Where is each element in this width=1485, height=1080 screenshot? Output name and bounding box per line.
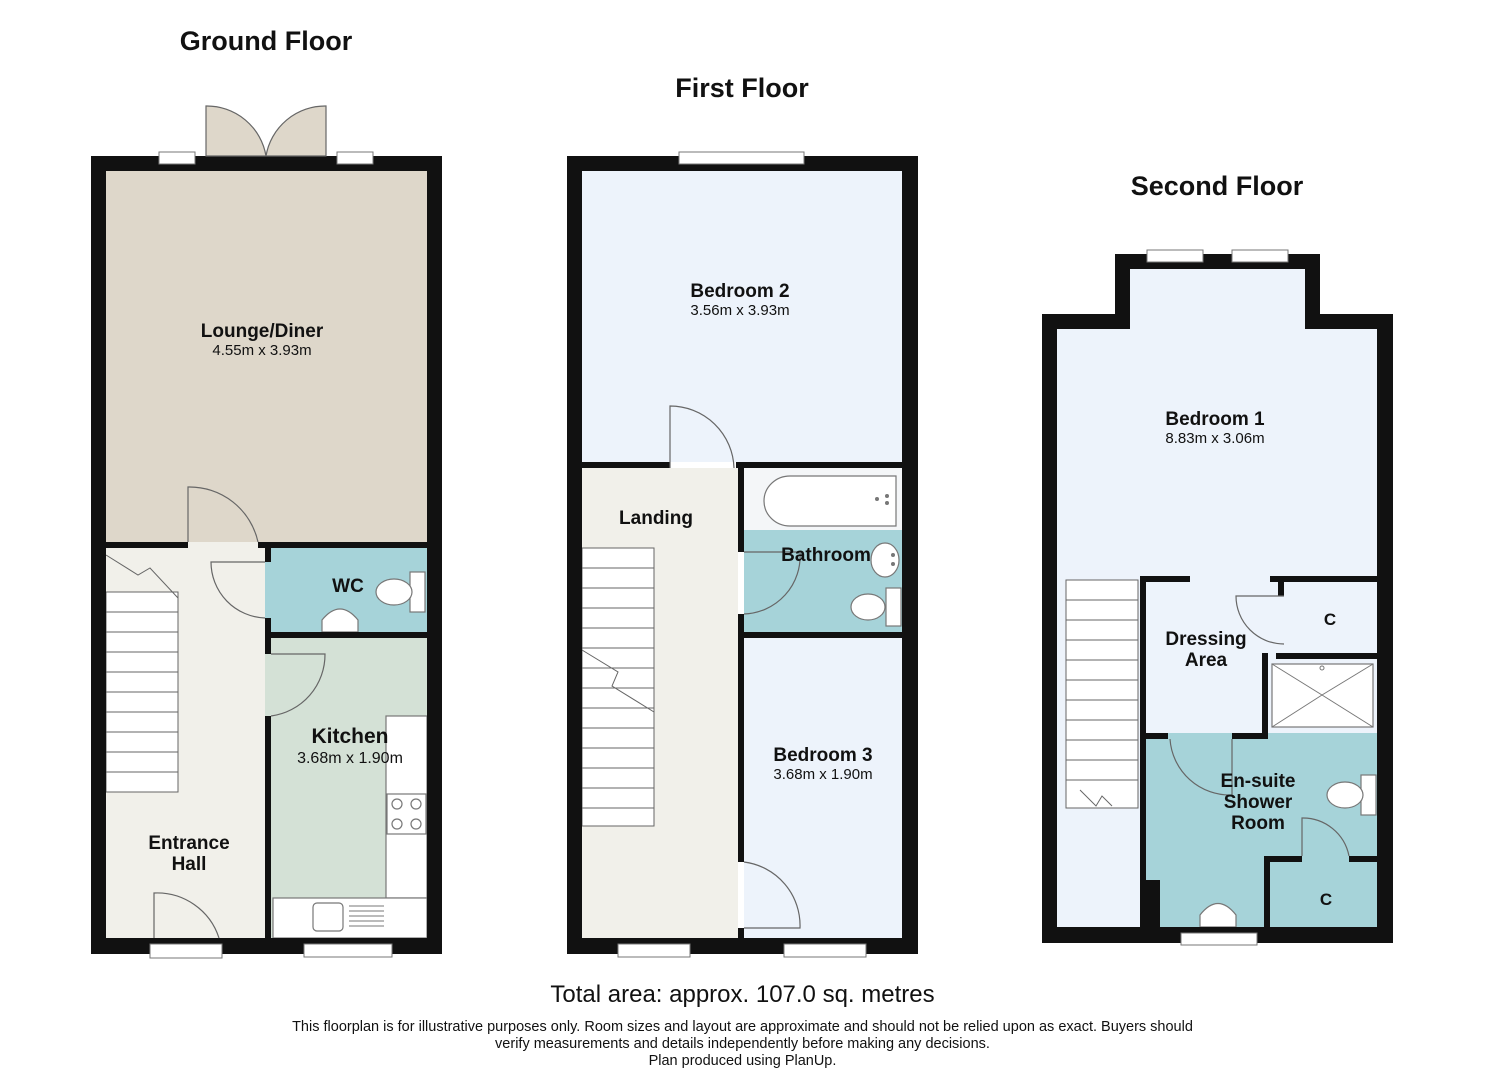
kitchen-door-icon	[270, 653, 326, 717]
bathroom-door-icon	[743, 551, 801, 615]
bedroom-1-label: Bedroom 1	[1165, 409, 1265, 430]
kitchen-worktop-bottom	[272, 897, 428, 939]
first-floor-plan: First Floor Bedroom 2 3.56m x 3.93m Land…	[567, 73, 918, 958]
first-staircase	[581, 547, 655, 827]
wc-door-icon	[210, 561, 266, 619]
bedroom-2-fill	[582, 171, 902, 462]
bedroom-3-dims: 3.68m x 1.90m	[773, 766, 872, 783]
first-walls	[567, 156, 918, 954]
wc-label: WC	[332, 576, 364, 597]
total-area-text: Total area: approx. 107.0 sq. metres	[550, 981, 935, 1008]
second-windows	[1146, 249, 1289, 946]
bathtub-icon	[763, 475, 897, 527]
cupboard-1-door-icon	[1235, 595, 1285, 645]
bedroom-1-dims: 8.83m x 3.06m	[1165, 430, 1264, 447]
cupboard-2-door-icon	[1301, 817, 1350, 857]
ground-walls	[91, 156, 442, 954]
disclaimer-line-1: This floorplan is for illustrative purpo…	[292, 1019, 1193, 1035]
bathroom-label: Bathroom	[781, 545, 871, 566]
bathroom-cistern-icon	[885, 587, 902, 627]
bathroom-basin-icon	[870, 542, 900, 578]
bedroom-2-label: Bedroom 2	[690, 281, 789, 302]
entrance-hall-label-line2: Hall	[172, 854, 207, 875]
lounge-door-icon	[187, 486, 259, 543]
dressing-area-label-line2: Area	[1185, 650, 1228, 671]
basin-icon	[321, 608, 359, 633]
cupboard-2-fill	[1270, 862, 1377, 927]
bedroom-2-dims: 3.56m x 3.93m	[690, 302, 789, 319]
french-doors-icon	[205, 105, 327, 157]
lounge-diner-label: Lounge/Diner	[201, 321, 324, 342]
first-windows	[617, 151, 867, 958]
bedroom-3-fill	[744, 638, 902, 938]
ensuite-toilet-icon	[1326, 781, 1364, 809]
kitchen-label: Kitchen	[311, 725, 388, 748]
lounge-diner-fill	[106, 171, 427, 542]
ground-staircase	[105, 554, 179, 793]
dressing-door-icon	[1169, 738, 1233, 796]
front-door-icon	[153, 892, 220, 939]
hob-icon	[386, 793, 427, 835]
bedroom-1-fill-dormer	[1130, 269, 1305, 331]
landing-label: Landing	[619, 508, 693, 529]
bathroom-toilet-icon	[850, 593, 886, 621]
dressing-area-label-line1: Dressing	[1165, 629, 1246, 650]
cupboard-2-label: C	[1320, 890, 1332, 909]
entrance-hall-label-line1: Entrance	[148, 833, 229, 854]
ground-floor-plan: Ground Floor Lounge/Diner 4.55m x 3.93m …	[91, 26, 442, 959]
drainer-icon	[349, 905, 384, 927]
kitchen-dims: 3.68m x 1.90m	[297, 750, 403, 767]
toilet-icon	[375, 578, 413, 606]
ensuite-label-line1: En-suite	[1221, 771, 1296, 792]
second-floor-title: Second Floor	[1131, 171, 1304, 201]
sink-icon	[312, 902, 344, 932]
cupboard-1-label: C	[1324, 610, 1336, 629]
first-floor-title: First Floor	[675, 73, 809, 103]
bedroom-2-door-icon	[669, 405, 735, 469]
disclaimer: This floorplan is for illustrative purpo…	[0, 1019, 1485, 1070]
ground-floor-title: Ground Floor	[180, 26, 353, 56]
lounge-diner-dims: 4.55m x 3.93m	[212, 342, 311, 359]
second-staircase	[1065, 579, 1139, 809]
ensuite-label-line3: Room	[1231, 813, 1285, 834]
disclaimer-line-2: verify measurements and details independ…	[495, 1036, 990, 1052]
disclaimer-line-3: Plan produced using PlanUp.	[648, 1053, 837, 1069]
second-floor-plan: Second Floor Bedroom 1 8.83m x 3.06m Dre…	[1042, 171, 1393, 946]
bedroom-3-door-icon	[743, 861, 801, 929]
ensuite-label-line2: Shower	[1224, 792, 1293, 813]
ground-windows	[149, 151, 393, 959]
bedroom-3-label: Bedroom 3	[773, 745, 872, 766]
ensuite-basin-icon	[1199, 902, 1237, 928]
